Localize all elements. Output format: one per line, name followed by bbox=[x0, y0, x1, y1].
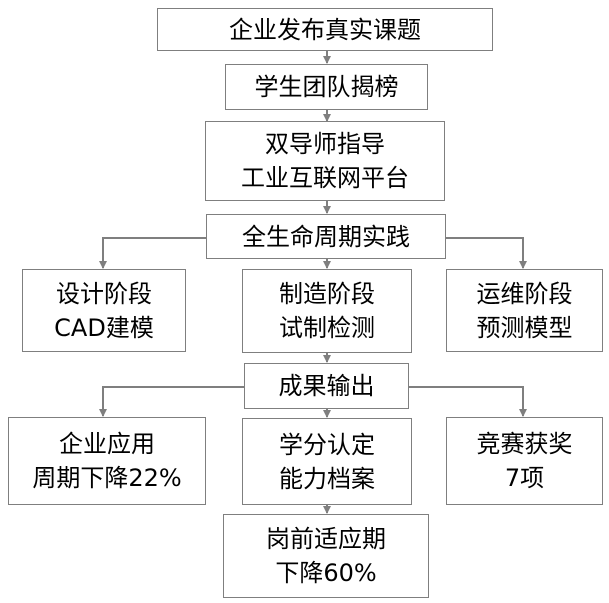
node-publish: 企业发布真实课题 bbox=[157, 8, 493, 51]
node-prejob: 岗前适应期 下降60% bbox=[223, 514, 429, 598]
node-application-line-2: 周期下降22% bbox=[32, 464, 182, 492]
node-operation-line-1: 运维阶段 bbox=[476, 279, 573, 308]
arrow-output-to-competition bbox=[409, 386, 527, 417]
node-mentor-line-1: 双导师指导 bbox=[265, 130, 385, 158]
node-lifecycle-line-1: 全生命周期实践 bbox=[242, 222, 410, 251]
node-operation-line-2: 预测模型 bbox=[476, 313, 573, 342]
node-operation: 运维阶段 预测模型 bbox=[446, 269, 603, 352]
node-design: 设计阶段 CAD建模 bbox=[22, 269, 186, 352]
node-application-line-1: 企业应用 bbox=[59, 430, 155, 458]
node-design-line-2: CAD建模 bbox=[54, 313, 154, 342]
node-prejob-line-1: 岗前适应期 bbox=[266, 525, 386, 553]
node-credit-line-1: 学分认定 bbox=[279, 430, 375, 459]
node-competition-line-2: 7项 bbox=[504, 464, 545, 492]
arrow-lifecycle-to-design bbox=[99, 237, 206, 269]
node-team: 学生团队揭榜 bbox=[225, 64, 428, 110]
node-credit-line-2: 能力档案 bbox=[279, 464, 375, 493]
node-credit: 学分认定 能力档案 bbox=[242, 418, 412, 505]
node-application: 企业应用 周期下降22% bbox=[8, 417, 206, 505]
node-mentor: 双导师指导 工业互联网平台 bbox=[205, 121, 445, 201]
node-competition: 竞赛获奖 7项 bbox=[446, 417, 603, 505]
node-lifecycle: 全生命周期实践 bbox=[206, 214, 446, 259]
node-mentor-line-2: 工业互联网平台 bbox=[241, 164, 409, 192]
node-output-line-1: 成果输出 bbox=[278, 372, 375, 400]
node-design-line-1: 设计阶段 bbox=[56, 279, 152, 308]
arrow-output-to-application bbox=[99, 386, 244, 417]
node-team-line-1: 学生团队揭榜 bbox=[254, 73, 399, 101]
arrow-lifecycle-to-operation bbox=[446, 237, 527, 269]
node-publish-line-1: 企业发布真实课题 bbox=[229, 15, 421, 44]
node-manufacture: 制造阶段 试制检测 bbox=[242, 269, 412, 353]
node-output: 成果输出 bbox=[244, 363, 409, 409]
node-manufacture-line-1: 制造阶段 bbox=[279, 280, 375, 308]
node-prejob-line-2: 下降60% bbox=[275, 559, 377, 587]
node-manufacture-line-2: 试制检测 bbox=[279, 314, 375, 342]
node-competition-line-1: 竞赛获奖 bbox=[476, 430, 573, 458]
